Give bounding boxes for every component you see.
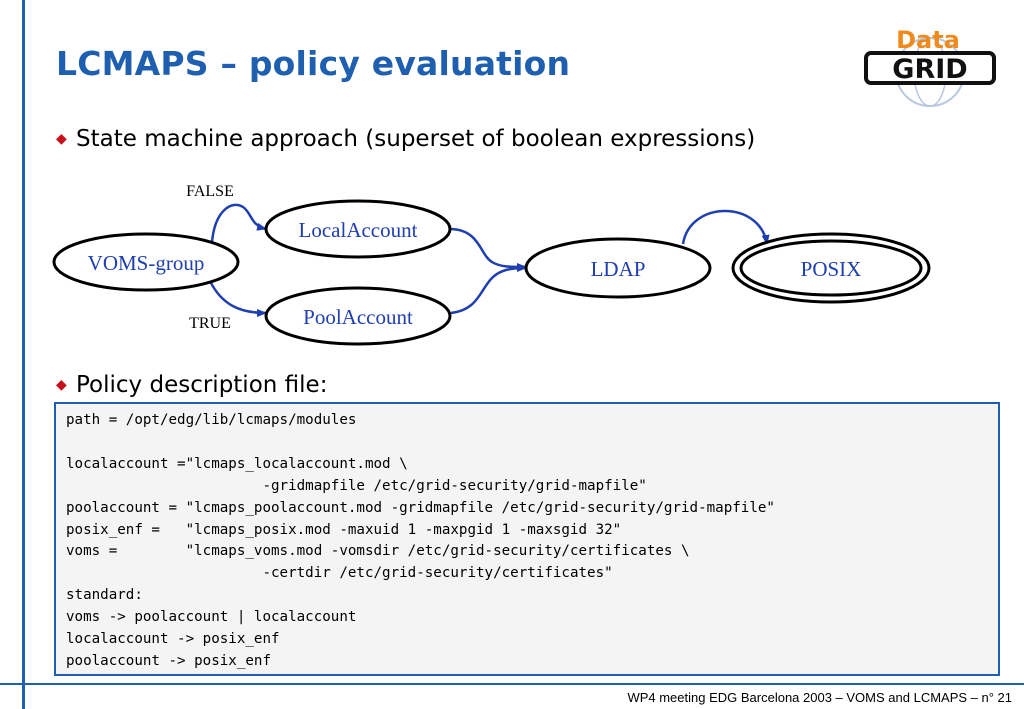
slide-title: LCMAPS – policy evaluation (56, 44, 571, 83)
edge-label-true: TRUE (189, 315, 231, 332)
code-line: poolaccount = "lcmaps_poolaccount.mod -g… (66, 499, 775, 516)
slide-footer: WP4 meeting EDG Barcelona 2003 – VOMS an… (627, 690, 1012, 705)
code-line: -certdir /etc/grid-security/certificates… (66, 565, 613, 582)
node-label-poolaccount: PoolAccount (303, 305, 413, 329)
node-label-ldap: LDAP (591, 257, 646, 281)
diamond-bullet-icon: ◆ (56, 377, 67, 393)
node-label-voms: VOMS-group (88, 251, 205, 275)
node-poolaccount (264, 286, 452, 346)
edge-voms-poolaccount (208, 280, 267, 317)
node-voms-group (52, 232, 240, 292)
policy-code-box: path = /opt/edg/lib/lcmaps/modules local… (54, 402, 1000, 676)
bullet-policy-file: ◆ Policy description file: (56, 372, 327, 398)
edge-voms-localaccount (210, 203, 267, 243)
code-line: poolaccount -> posix_enf (66, 652, 271, 669)
code-line: path = /opt/edg/lib/lcmaps/modules (66, 412, 357, 428)
diamond-bullet-icon: ◆ (56, 131, 67, 147)
node-localaccount (264, 199, 452, 259)
bullet-text: Policy description file: (76, 372, 328, 398)
code-line: voms -> poolaccount | localaccount (66, 609, 357, 626)
code-line: localaccount ="lcmaps_localaccount.mod \ (66, 455, 408, 472)
edge-poolaccount-ldap (450, 264, 527, 315)
code-line: localaccount -> posix_enf (66, 631, 280, 648)
datagrid-logo: Data GRID (864, 26, 996, 107)
node-ldap (524, 237, 712, 299)
code-line: standard: (66, 587, 143, 604)
node-label-posix: POSIX (801, 257, 862, 281)
logo-grid-text: GRID (892, 54, 967, 85)
state-machine-diagram: VOMS-group LocalAccount PoolAccount LDAP… (52, 183, 931, 346)
bottom-accent-line (0, 683, 1024, 685)
code-line: -gridmapfile /etc/grid-security/grid-map… (66, 477, 647, 494)
bullet-state-machine: ◆ State machine approach (superset of boo… (56, 126, 755, 152)
node-label-localaccount: LocalAccount (299, 218, 418, 242)
code-line (66, 432, 988, 454)
code-line: voms = "lcmaps_voms.mod -vomsdir /etc/gr… (66, 543, 690, 560)
logo-data-text: Data (896, 26, 960, 54)
code-line: posix_enf = "lcmaps_posix.mod -maxuid 1 … (66, 521, 622, 538)
edge-ldap-posix (681, 209, 770, 245)
left-accent-line (22, 0, 25, 709)
edge-label-false: FALSE (186, 183, 234, 200)
edge-localaccount-ldap (450, 227, 527, 271)
bullet-text: State machine approach (superset of bool… (76, 126, 756, 152)
node-posix (739, 239, 923, 297)
